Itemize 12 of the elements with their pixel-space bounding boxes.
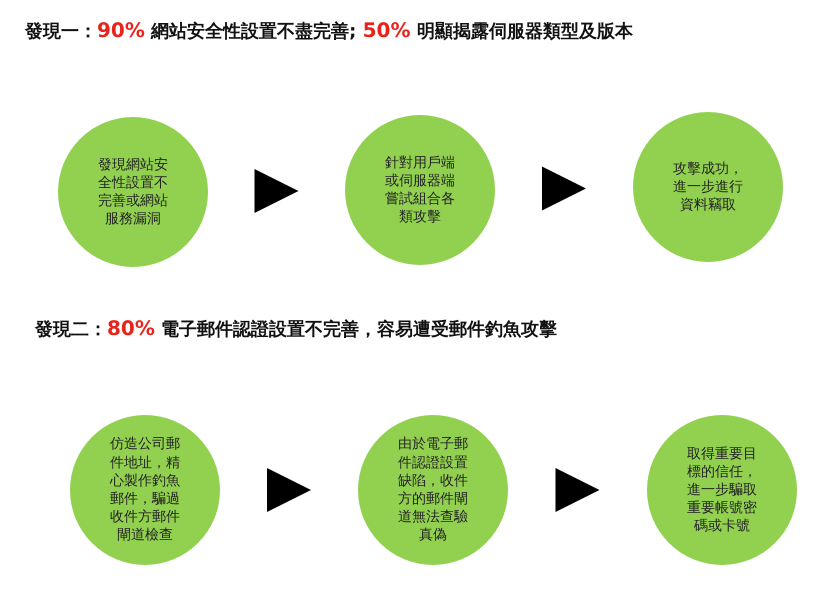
- step-text: 取得重要目標的信任，進一步騙取重要帳號密碼或卡號: [686, 444, 758, 536]
- arrow: [267, 468, 311, 512]
- finding-heading: 發現一：90% 網站安全性設置不盡完善; 50% 明顯揭露伺服器類型及版本: [25, 18, 633, 43]
- step-text: 由於電子郵件認證設置缺陷，收件方的郵件閘道無法查驗真偽: [397, 435, 469, 545]
- step-text: 仿造公司郵件地址，精心製作釣魚郵件，騙過收件方郵件閘道檢查: [109, 435, 181, 545]
- arrow: [556, 468, 600, 512]
- step-text: 針對用戶端或伺服器端嘗試組合各類攻擊: [384, 154, 456, 226]
- finding-heading: 發現二：80% 電子郵件認證設置不完善，容易遭受郵件釣魚攻擊: [35, 316, 558, 341]
- step-text: 攻擊成功，進一步進行資料竊取: [672, 160, 744, 214]
- arrow: [542, 166, 586, 210]
- arrow: [254, 169, 298, 213]
- step-text: 發現網站安全性設置不完善或網站服務漏洞: [97, 156, 169, 228]
